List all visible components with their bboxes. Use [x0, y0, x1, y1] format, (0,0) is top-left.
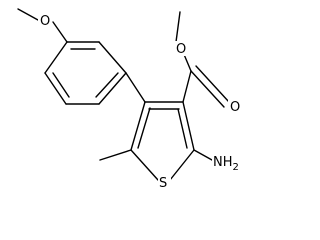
bond-ester-o-methyl	[175, 11, 181, 43]
bond-o-methoxy-aryl	[52, 21, 68, 43]
bond-th-c4-c5-inner	[177, 108, 188, 149]
atom-nh2: NH2	[213, 155, 239, 173]
bond-ph-2-3	[98, 41, 127, 74]
bond-c4-ester-c	[182, 70, 192, 103]
bond-th-s-c2	[130, 149, 159, 181]
bond-ph-3-4	[98, 72, 127, 105]
atom-s-ring: S	[159, 176, 167, 191]
bond-ester-carbonyl-a	[190, 70, 225, 108]
bond-aryl-thiophene	[125, 72, 146, 103]
bond-ph-6-1	[44, 41, 68, 74]
bond-th-c2-c3-inner	[137, 107, 151, 149]
bond-c5-nh2	[193, 149, 213, 161]
bonds	[17, 8, 230, 181]
atom-labels: O O O S NH2	[38, 12, 242, 191]
bond-th-c2-c3	[130, 101, 146, 151]
structure-diagram: O O O S NH2	[17, 8, 242, 191]
bond-methyl-o-methoxy	[17, 8, 39, 21]
bond-th-c4-c5	[182, 101, 195, 151]
bond-ph-5-6	[44, 72, 67, 105]
atom-o-ester-carbonyl: O	[230, 100, 240, 115]
atom-o-ester-single: O	[176, 42, 186, 57]
atom-o-methoxy: O	[40, 14, 50, 29]
bond-ph-inner-b	[95, 72, 119, 98]
bond-ester-carbonyl-b	[195, 65, 230, 103]
bond-ph-inner-c	[52, 72, 70, 98]
bond-c2-methyl	[99, 149, 132, 161]
bond-th-c5-s	[169, 149, 195, 181]
